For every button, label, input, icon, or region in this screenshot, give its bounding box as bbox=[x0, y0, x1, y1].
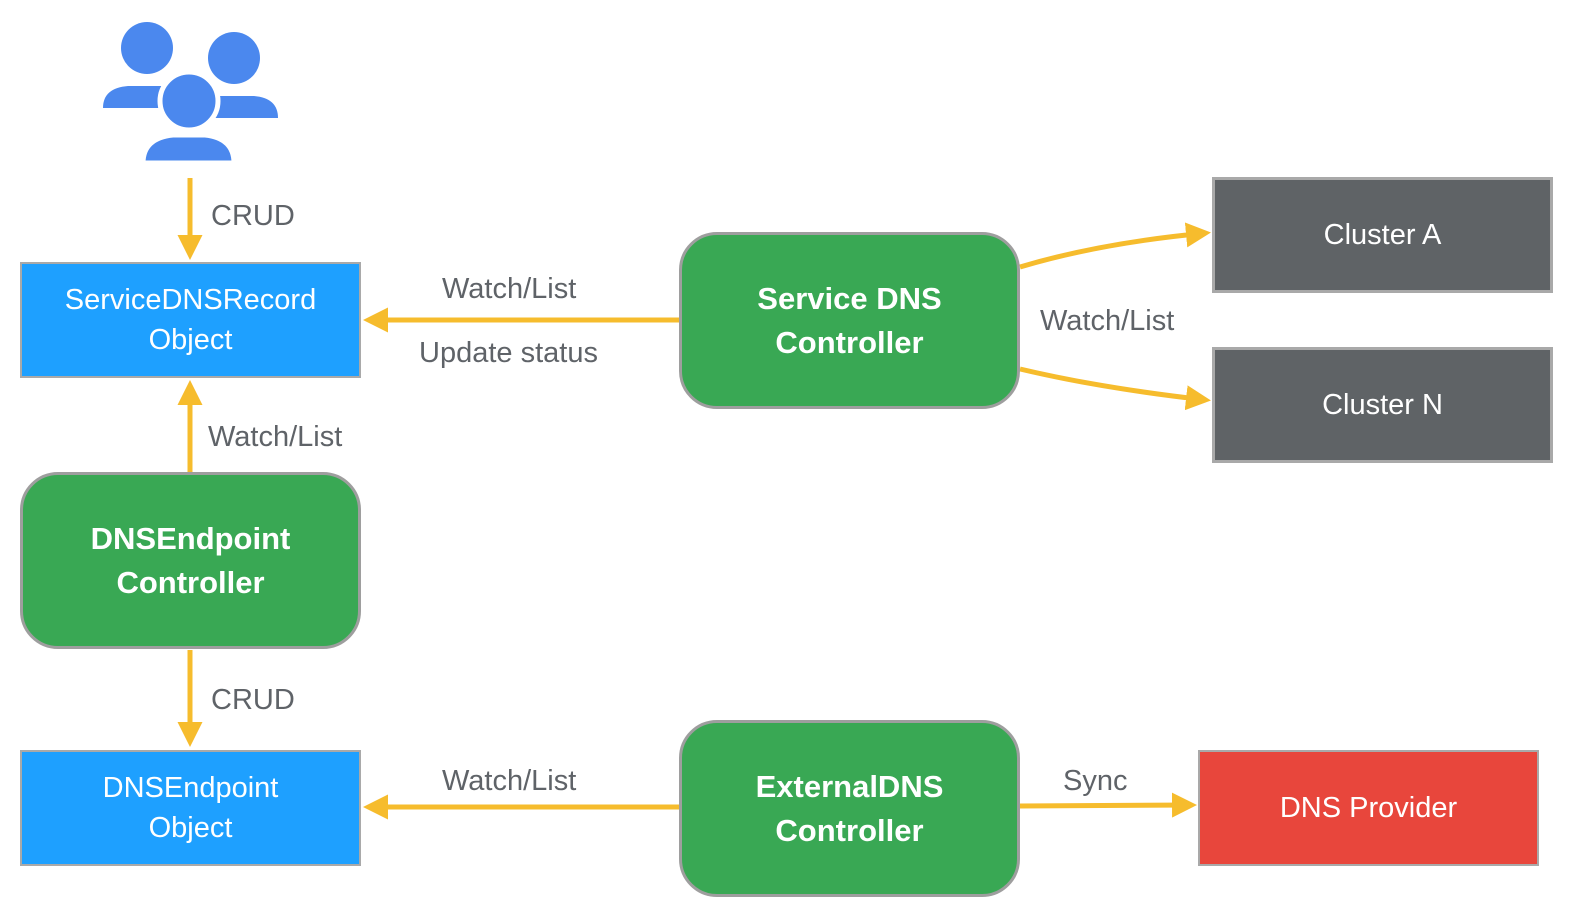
label-edc-watch-list: Watch/List bbox=[442, 765, 577, 797]
dns-endpoint-controller: DNSEndpoint Controller bbox=[20, 472, 361, 649]
label-dec-watch-list: Watch/List bbox=[208, 421, 343, 453]
arrow-sdc-to-cluster-n bbox=[1019, 366, 1211, 411]
dns-endpoint-object: DNSEndpoint Object bbox=[20, 750, 361, 866]
dns-provider-box: DNS Provider bbox=[1198, 750, 1539, 866]
label-dec-crud: CRUD bbox=[211, 684, 295, 716]
users-group-icon bbox=[103, 22, 278, 166]
label-sdc-watch-list: Watch/List bbox=[442, 273, 577, 305]
label-users-crud: CRUD bbox=[211, 200, 295, 232]
external-dns-controller: ExternalDNS Controller bbox=[679, 720, 1020, 897]
service-dns-controller: Service DNS Controller bbox=[679, 232, 1020, 409]
label-clusters-watch-list: Watch/List bbox=[1040, 305, 1175, 337]
cluster-n-box: Cluster N bbox=[1212, 347, 1553, 463]
service-dns-record-object: ServiceDNSRecord Object bbox=[20, 262, 361, 378]
arrow-sdc-to-cluster-a bbox=[1019, 222, 1211, 270]
cluster-a-box: Cluster A bbox=[1212, 177, 1553, 293]
arrow-edc-to-provider bbox=[1019, 792, 1197, 818]
label-edc-sync: Sync bbox=[1063, 765, 1128, 797]
label-sdc-update-status: Update status bbox=[419, 337, 598, 369]
